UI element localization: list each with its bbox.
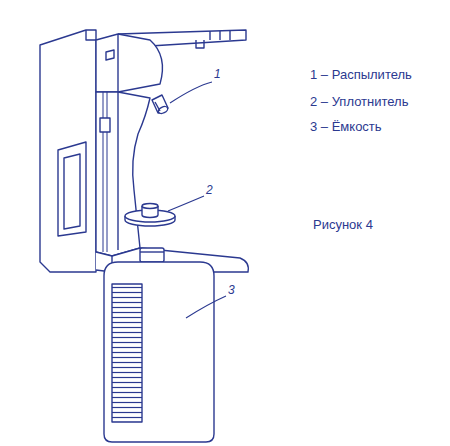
callout-number: 3 [228,282,235,298]
container-bottle [104,248,214,442]
part-legend-text: 1 – Распылитель [310,67,412,83]
seal-gasket [125,204,175,227]
leader-line [170,82,212,103]
leader-line [186,296,226,318]
level-window [58,142,86,236]
part-legend-text: 2 – Уплотнитель [310,94,408,110]
callout-number: 1 [214,66,221,82]
part-legend-text: 3 – Ёмкость [310,119,382,135]
leader-line [168,196,204,211]
wall-plate [40,30,96,272]
sprayer-nozzle [152,95,169,115]
pump-body [96,92,150,256]
pump-hood [96,34,162,92]
figure-caption: Рисунок 4 [313,217,373,233]
callout-number: 2 [206,182,213,198]
